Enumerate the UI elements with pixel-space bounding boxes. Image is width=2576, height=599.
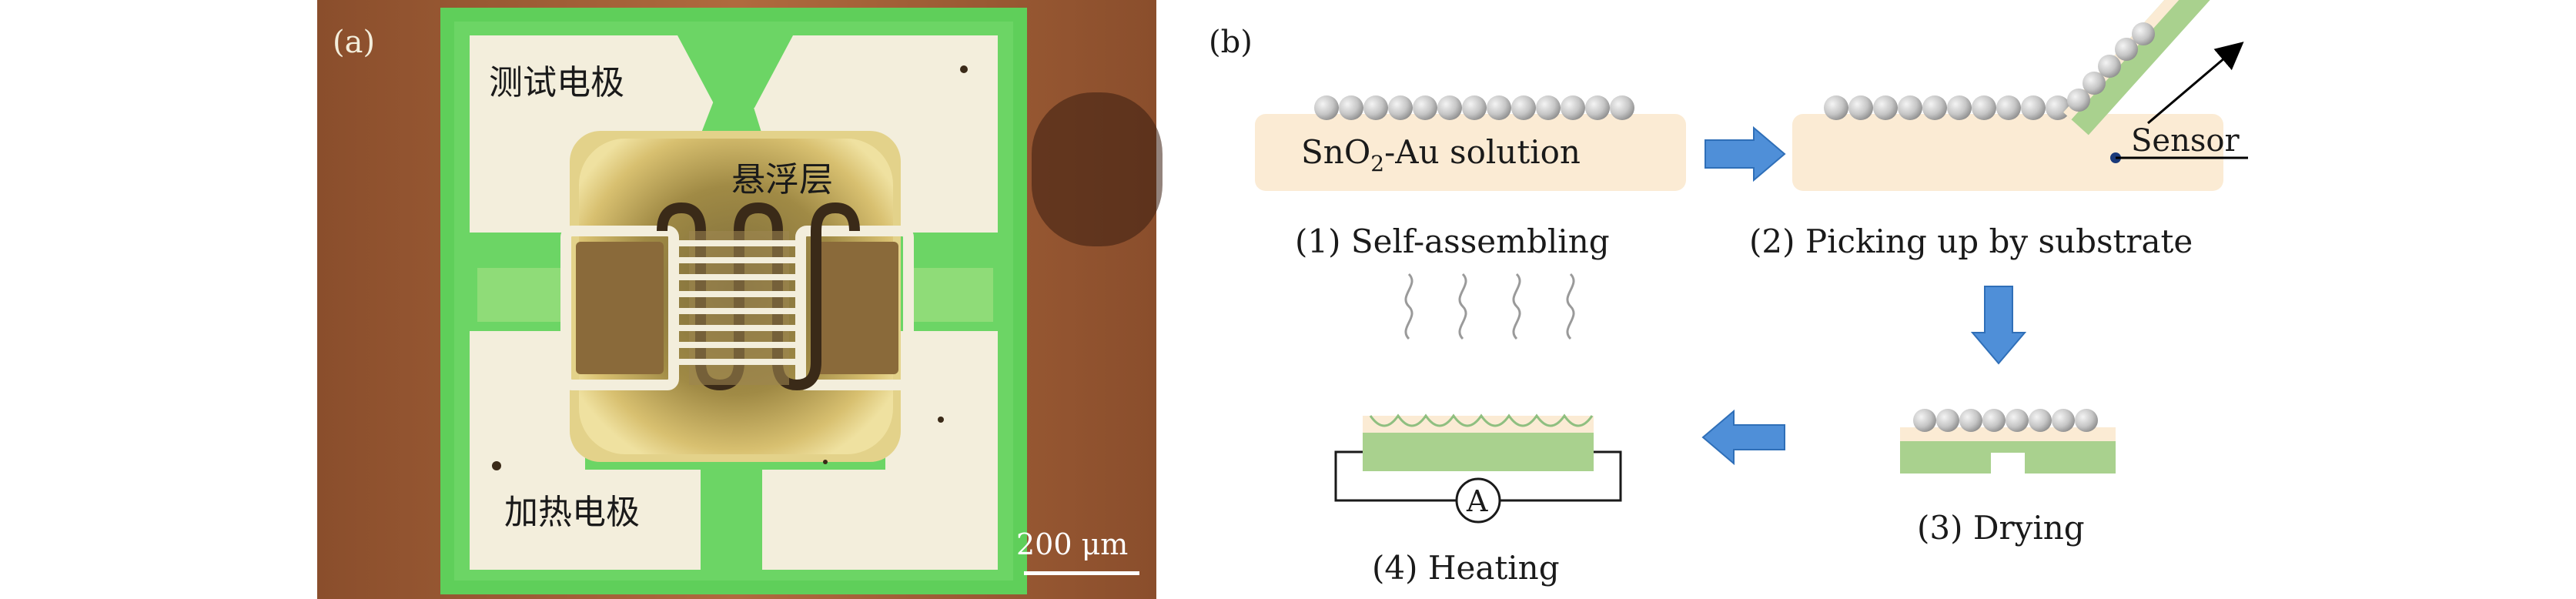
solution-label-sub: 2 bbox=[1370, 151, 1384, 176]
heated-substrate bbox=[1363, 433, 1594, 471]
step1-caption: (1) Self-assembling bbox=[1295, 223, 1610, 260]
nanoparticle-layer-2 bbox=[1824, 95, 2070, 120]
step3-drying: (3) Drying bbox=[1900, 409, 2116, 547]
tab-left bbox=[477, 268, 562, 322]
lead-left-fill bbox=[576, 242, 664, 374]
lead-left bbox=[560, 226, 679, 390]
solution-label-post: -Au solution bbox=[1384, 133, 1581, 171]
step2-caption: (2) Picking up by substrate bbox=[1749, 223, 2193, 260]
heater-serpentine bbox=[657, 202, 860, 391]
suspended-substrate bbox=[1900, 441, 2116, 474]
step4-caption: (4) Heating bbox=[1372, 549, 1560, 587]
label-suspended-layer: 悬浮层 bbox=[731, 160, 833, 199]
arrow-left-icon bbox=[1701, 409, 1785, 466]
sensor-label: Sensor bbox=[2131, 123, 2240, 159]
label-test-electrode: 测试电极 bbox=[489, 63, 624, 102]
sintered-particles bbox=[1369, 413, 1594, 427]
ammeter-icon bbox=[1455, 477, 1501, 524]
nanoparticle-layer-1 bbox=[1314, 95, 1634, 120]
pad-bottom-right-b bbox=[762, 470, 998, 570]
step1-self-assembling: SnO2-Au solution (1) Self-assembling bbox=[1255, 95, 1686, 260]
measurement-circuit bbox=[1334, 450, 1622, 502]
solution-bath-2 bbox=[1792, 114, 2223, 191]
step3-caption: (3) Drying bbox=[1917, 509, 2085, 547]
arrow-down-icon bbox=[1970, 286, 2027, 365]
panel-a-label: (a) bbox=[333, 25, 375, 60]
lead-right-fill bbox=[811, 242, 898, 374]
pull-direction-arrow bbox=[2147, 42, 2244, 125]
pad-bottom-left-b bbox=[470, 470, 701, 570]
arrow-right-icon bbox=[1705, 125, 1786, 182]
bottom-green-notch bbox=[701, 462, 762, 577]
step4-heating: A (4) Heating bbox=[1334, 273, 1622, 587]
tab-right bbox=[908, 268, 993, 322]
panel-b-schematic: (b) SnO2-Au solution (1) Self-assemblin bbox=[1209, 0, 2248, 587]
step2-picking-up: Sensor (2) Picking up by substrate bbox=[1749, 0, 2248, 260]
ammeter-label: A bbox=[1466, 484, 1488, 518]
solution-bath bbox=[1255, 114, 1686, 191]
heat-waves-icon bbox=[1404, 273, 1575, 340]
interdigitated-electrode bbox=[677, 231, 801, 385]
solution-label: SnO2-Au solution bbox=[1301, 133, 1581, 176]
panel-a-micrograph: (a) 测试电极 悬浮层 加热电极 200 μm bbox=[317, 0, 1163, 599]
nanoparticle-climb bbox=[2067, 22, 2155, 112]
nanoparticle-layer-3 bbox=[1913, 409, 2098, 432]
dark-spot bbox=[1032, 92, 1163, 246]
heated-film bbox=[1363, 416, 1594, 433]
label-heater-electrode: 加热电极 bbox=[504, 493, 640, 532]
solution-label-pre: SnO bbox=[1301, 133, 1370, 171]
label-scale-bar: 200 μm bbox=[1016, 527, 1128, 561]
top-green-notch bbox=[677, 35, 793, 108]
dust-specks bbox=[492, 65, 968, 470]
panel-b-label: (b) bbox=[1209, 25, 1253, 60]
scale-bar bbox=[1024, 571, 1139, 575]
